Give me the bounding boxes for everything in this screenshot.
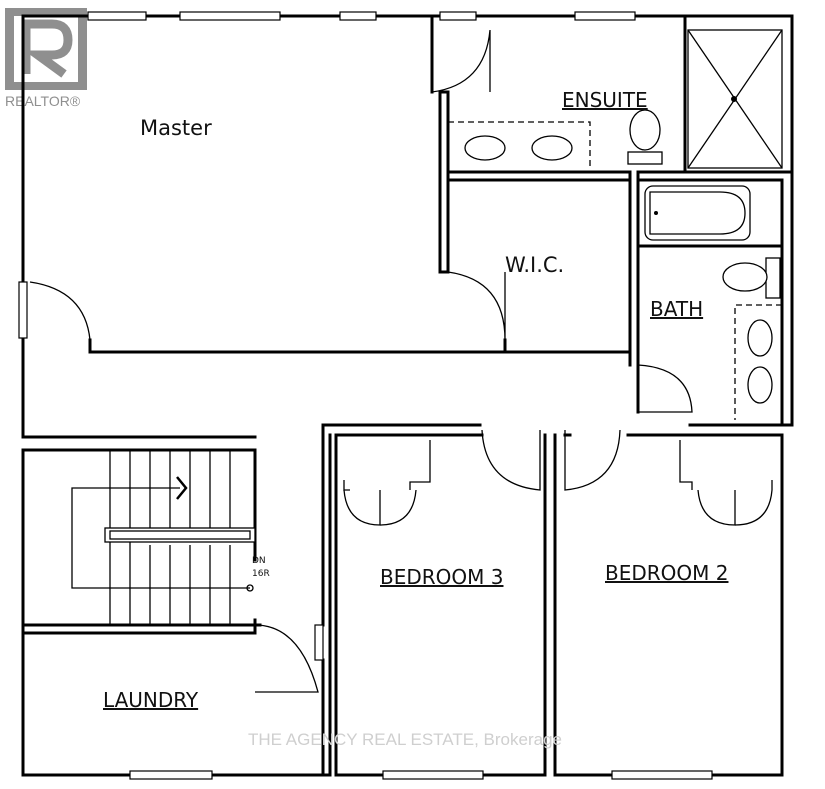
door-swings	[29, 29, 773, 693]
room-label-bath: BATH	[650, 297, 703, 321]
room-label-ensuite: ENSUITE	[562, 88, 648, 112]
ensuite-fixtures	[448, 29, 783, 169]
room-label-wic: W.I.C.	[505, 253, 564, 277]
stairs: DN 16R	[21, 450, 270, 635]
exterior-walls	[21, 14, 794, 777]
stairs-dn-label: DN	[252, 556, 266, 566]
windows	[18, 11, 713, 780]
bath-fixtures	[644, 185, 782, 420]
room-label-bedroom-3: BEDROOM 3	[380, 565, 503, 589]
room-label-bedroom-2: BEDROOM 2	[605, 561, 728, 585]
stairs-risers-label: 16R	[252, 569, 270, 579]
interior-walls	[88, 14, 794, 427]
watermark: THE AGENCY REAL ESTATE, Brokerage	[248, 730, 562, 749]
room-labels: Master ENSUITE W.I.C. BATH BEDROOM 3 BED…	[103, 88, 728, 712]
room-label-laundry: LAUNDRY	[103, 688, 199, 712]
realtor-logo-text: REALTOR®	[5, 93, 81, 109]
room-label-master: Master	[140, 116, 212, 140]
realtor-logo: REALTOR®	[5, 8, 87, 109]
